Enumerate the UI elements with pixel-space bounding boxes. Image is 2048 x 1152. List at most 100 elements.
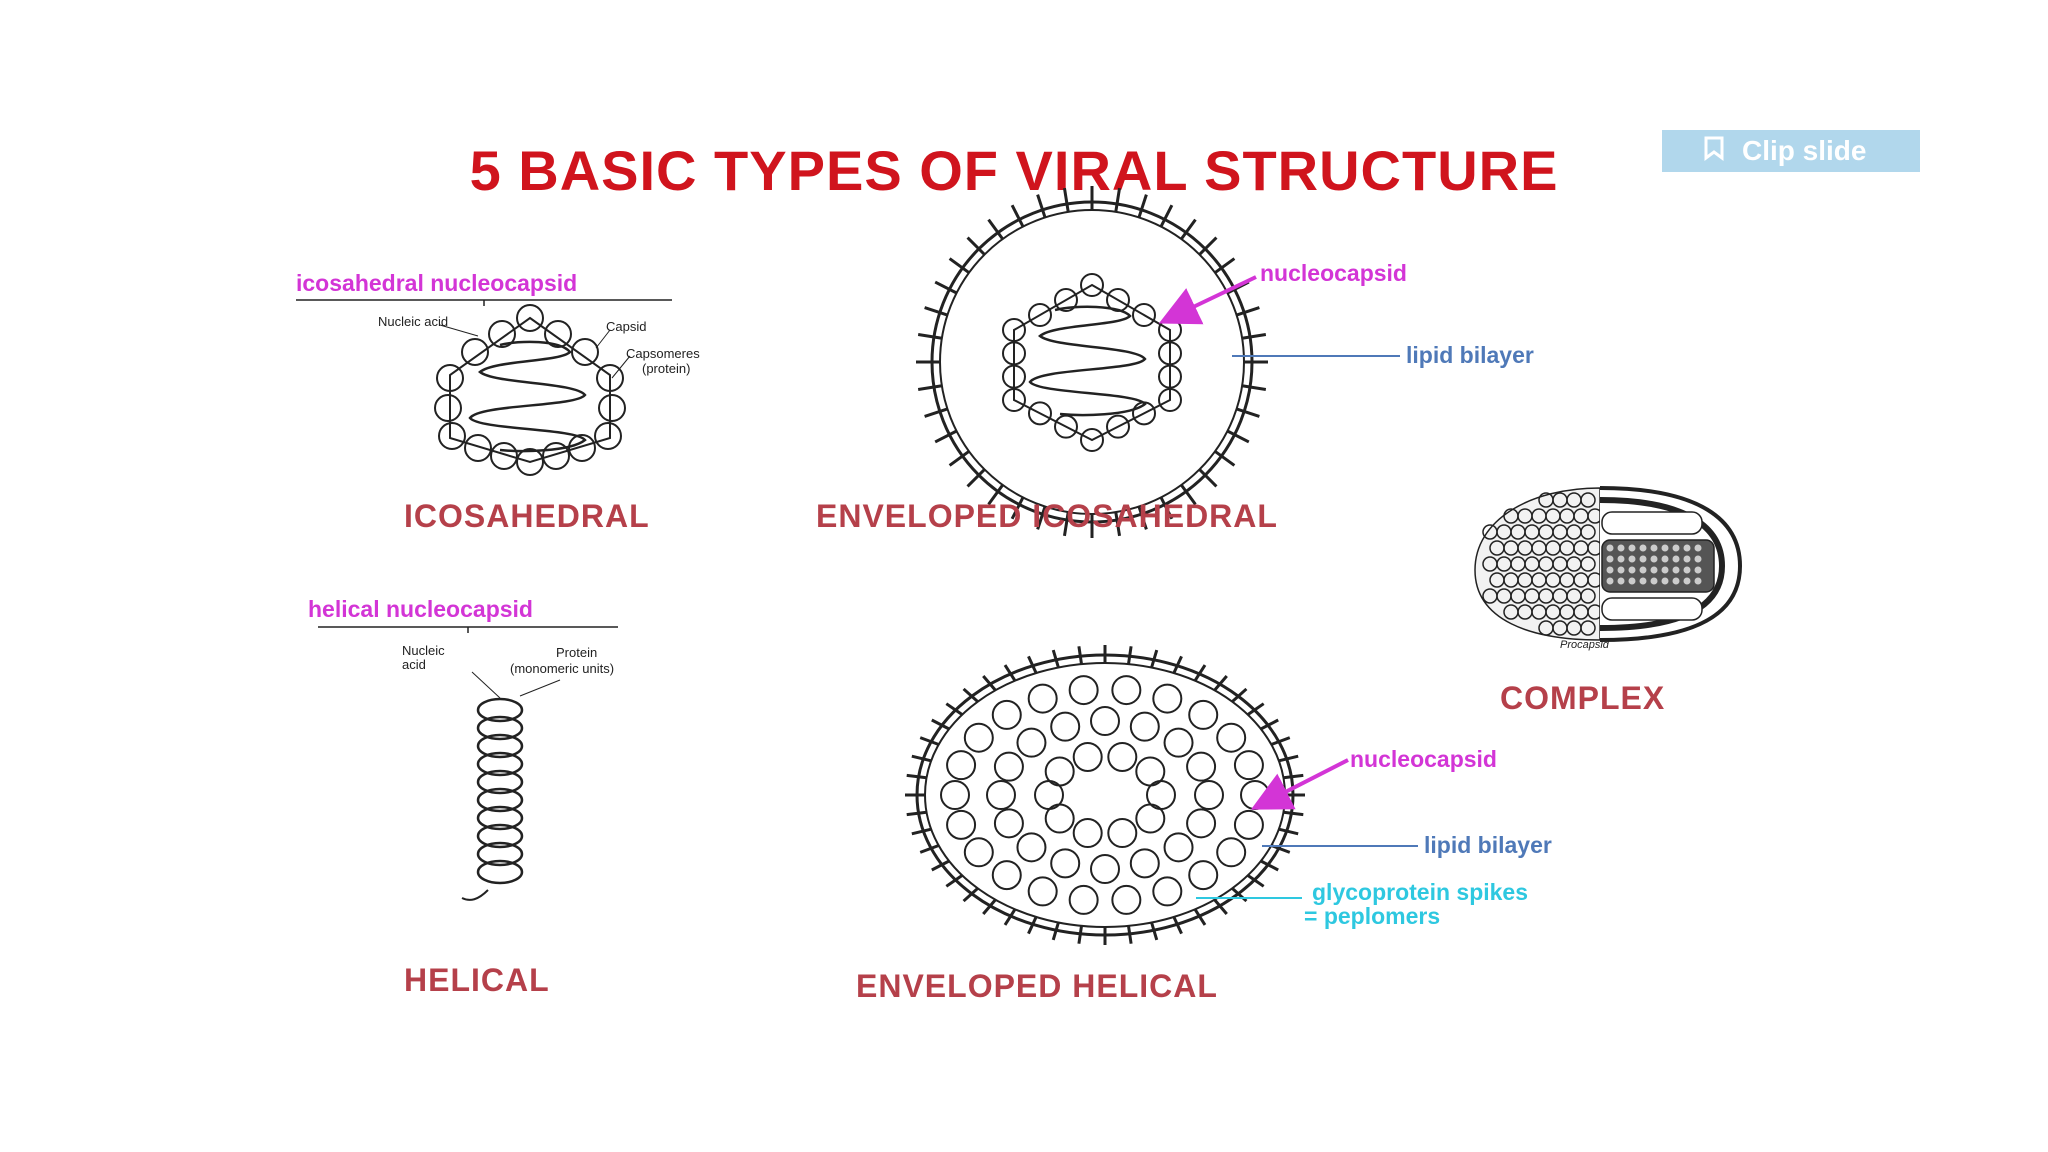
nucleocapsid-coil <box>1016 832 1047 863</box>
spike <box>917 384 943 392</box>
spike <box>948 450 970 467</box>
peplomer-spike <box>1283 810 1304 817</box>
capsomere <box>1158 341 1182 366</box>
nucleocapsid-coil <box>993 751 1024 782</box>
peplomer-spike <box>982 898 997 915</box>
core-dot <box>1694 577 1702 585</box>
spike <box>948 257 970 274</box>
nucleocapsid-coil <box>1216 722 1247 753</box>
peplomer-spike <box>1172 916 1183 935</box>
spike <box>1114 187 1122 213</box>
spike <box>924 306 948 317</box>
spike <box>1114 511 1122 537</box>
nucleocapsid-coil <box>940 780 970 810</box>
peplomer-spike <box>1193 908 1207 926</box>
enveloped-icosahedral-caption: ENVELOPED ICOSAHEDRAL <box>816 498 1278 534</box>
core-dot <box>1650 555 1658 563</box>
spike <box>1180 218 1197 240</box>
nucleocapsid-coil <box>1233 750 1264 781</box>
spike <box>1036 194 1047 218</box>
peplomer-spike <box>1260 718 1279 731</box>
nucleocapsid-coil <box>1107 741 1138 772</box>
capsomere <box>1080 273 1104 297</box>
nucleocapsid-coil <box>1129 711 1160 742</box>
clip-slide-button[interactable]: Clip slide <box>1662 130 1920 172</box>
nucleocapsid-coil <box>946 750 977 781</box>
peplomer-spike <box>1127 925 1133 944</box>
peplomer-spike <box>1150 649 1159 668</box>
helix-coil <box>476 697 524 723</box>
spike <box>1180 484 1197 506</box>
helix-coil <box>476 823 524 849</box>
helix-coil <box>476 769 524 795</box>
capsomeres-label: Capsomeres <box>626 346 700 361</box>
nucleocapsid-coil <box>1090 706 1120 736</box>
peplomer-spike <box>919 844 940 854</box>
nucleocapsid-coil <box>1090 854 1120 884</box>
core-dot <box>1628 544 1636 552</box>
nucleocapsid-coil <box>1163 832 1194 863</box>
core-dot <box>1683 544 1691 552</box>
nucleocapsid-coil <box>1152 876 1183 907</box>
helical-protein-label: Protein <box>556 645 598 660</box>
core-dot <box>1617 544 1625 552</box>
peplomer-spike <box>1246 874 1265 888</box>
helix-coil <box>476 841 524 867</box>
core-dot <box>1606 555 1614 563</box>
helical-drawing <box>318 626 618 901</box>
env-hel-lipid-label: lipid bilayer <box>1424 832 1552 858</box>
nucleocapsid-coil <box>1016 727 1047 758</box>
env-ico-nucleocapsid-label: nucleocapsid <box>1260 260 1407 286</box>
peplomer-spike <box>1027 916 1038 935</box>
surface-bump <box>1580 524 1596 540</box>
complex-drawing <box>1474 486 1743 642</box>
spike <box>1159 496 1174 520</box>
nucleocapsid-coil <box>1068 675 1099 706</box>
nucleocapsid-coil <box>1027 876 1058 907</box>
peplomer-spike <box>962 687 979 703</box>
slide-title: 5 BASIC TYPES OF VIRAL STRUCTURE <box>469 139 1559 202</box>
helix-coil <box>476 805 524 831</box>
peplomer-spike <box>1193 664 1207 682</box>
nucleocapsid-coil <box>1050 848 1081 879</box>
icosahedral-drawing <box>296 299 672 476</box>
core-dot <box>1672 544 1680 552</box>
nucleocapsid-coil <box>1111 884 1142 915</box>
monomeric-units-label: (monomeric units) <box>510 661 615 676</box>
helix-coil <box>476 859 524 885</box>
core-dot <box>1628 577 1636 585</box>
nucleocapsid-coil <box>1233 809 1264 840</box>
peplomer-spike <box>1003 908 1017 926</box>
spike <box>1214 450 1236 467</box>
spike <box>1198 236 1218 256</box>
enveloped-helical-drawing <box>905 645 1418 945</box>
nucleocapsid-coil <box>1050 711 1081 742</box>
core-dot <box>1672 555 1680 563</box>
core-dot <box>1661 566 1669 574</box>
spike <box>987 484 1004 506</box>
spike <box>1036 506 1047 530</box>
peplomer-spike <box>962 887 979 903</box>
nucleocapsid-coil <box>1194 780 1224 810</box>
core-dot <box>1661 555 1669 563</box>
protein-label: (protein) <box>642 361 691 376</box>
spike <box>1214 257 1236 274</box>
peplomer-spike <box>931 859 950 872</box>
capsomere <box>1132 303 1156 327</box>
core-dot <box>1639 544 1647 552</box>
clipboard-icon <box>1704 136 1724 161</box>
spike <box>917 332 943 340</box>
nucleocapsid-coil <box>1111 675 1142 706</box>
peplomer-spike <box>1172 655 1183 674</box>
spike <box>1062 187 1070 213</box>
icosahedral-caption: ICOSAHEDRAL <box>404 498 650 534</box>
peplomer-spike <box>1278 827 1299 836</box>
peplomer-spike <box>911 827 932 836</box>
core-dot <box>1617 577 1625 585</box>
capsomere <box>1002 318 1026 342</box>
icosahedral-nucleocapsid-label: icosahedral nucleocapsid <box>296 270 578 296</box>
core-dot <box>1628 555 1636 563</box>
spike <box>934 280 958 295</box>
core-dot <box>1628 566 1636 574</box>
